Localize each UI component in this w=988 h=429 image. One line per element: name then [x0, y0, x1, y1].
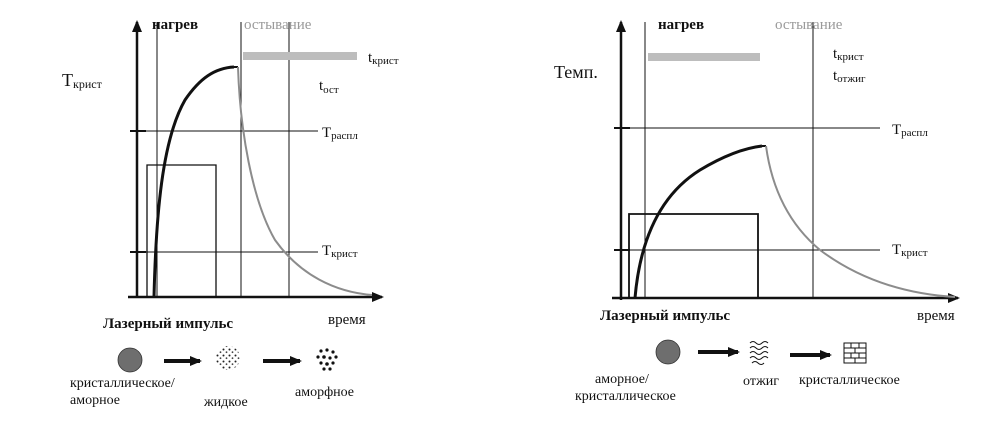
right-cooling-curve	[765, 145, 956, 298]
left-t-cryst: tкрист	[368, 50, 399, 67]
right-x-label-pulse: Лазерный импульс	[600, 308, 730, 324]
left-state-amorphous-icon	[316, 348, 338, 371]
right-diagram: нагрев остывание Темп. tкрист tотжиг Tра…	[554, 17, 960, 404]
left-laser-pulse	[146, 164, 217, 297]
left-diagram: нагрев остывание Tкрист tкрист tост Tрас…	[62, 17, 399, 410]
right-state-label-3: кристаллическое	[799, 373, 900, 388]
right-state-label-1a: аморное/	[595, 372, 649, 387]
right-state-label-2: отжиг	[743, 374, 779, 389]
right-cryst-bar	[648, 53, 760, 61]
right-y-label: Темп.	[554, 62, 598, 82]
left-phase-heating: нагрев	[152, 17, 198, 33]
right-t-anneal: tотжиг	[833, 68, 866, 85]
left-state-label-2: жидкое	[203, 395, 248, 410]
left-heating-curve	[152, 65, 235, 298]
right-laser-pulse	[628, 213, 759, 298]
right-t-melt: Tраспл	[892, 122, 928, 139]
left-phase-cooling: остывание	[244, 17, 312, 33]
left-x-label-time: время	[328, 312, 366, 328]
left-state-label-3: аморфное	[295, 385, 354, 400]
right-state-label-1b: кристаллическое	[575, 389, 676, 404]
left-state-crystal-icon	[117, 347, 143, 373]
right-heating-curve	[633, 144, 763, 299]
right-state-crystal-icon	[843, 342, 867, 364]
left-t-cryst-level: Tкрист	[322, 243, 358, 260]
right-state-anneal-icon	[749, 341, 769, 365]
right-x-label-time: время	[917, 308, 955, 324]
left-t-melt: Tраспл	[322, 125, 358, 142]
right-t-cryst-level: Tкрист	[892, 242, 928, 259]
right-phase-cooling: остывание	[775, 17, 843, 33]
left-cryst-bar	[243, 52, 357, 60]
left-x-label-pulse: Лазерный импульс	[103, 316, 233, 332]
right-state-amorphous-icon	[655, 339, 681, 365]
left-state-label-1a: кристаллическое/	[70, 376, 175, 391]
left-state-label-1b: аморное	[70, 393, 120, 408]
left-cooling-curve	[237, 66, 373, 296]
left-y-label: Tкрист	[62, 70, 103, 91]
right-phase-heating: нагрев	[658, 17, 704, 33]
left-state-liquid-icon	[216, 346, 240, 370]
left-t-cool: tост	[319, 78, 339, 96]
right-t-cryst: tкрист	[833, 46, 864, 63]
